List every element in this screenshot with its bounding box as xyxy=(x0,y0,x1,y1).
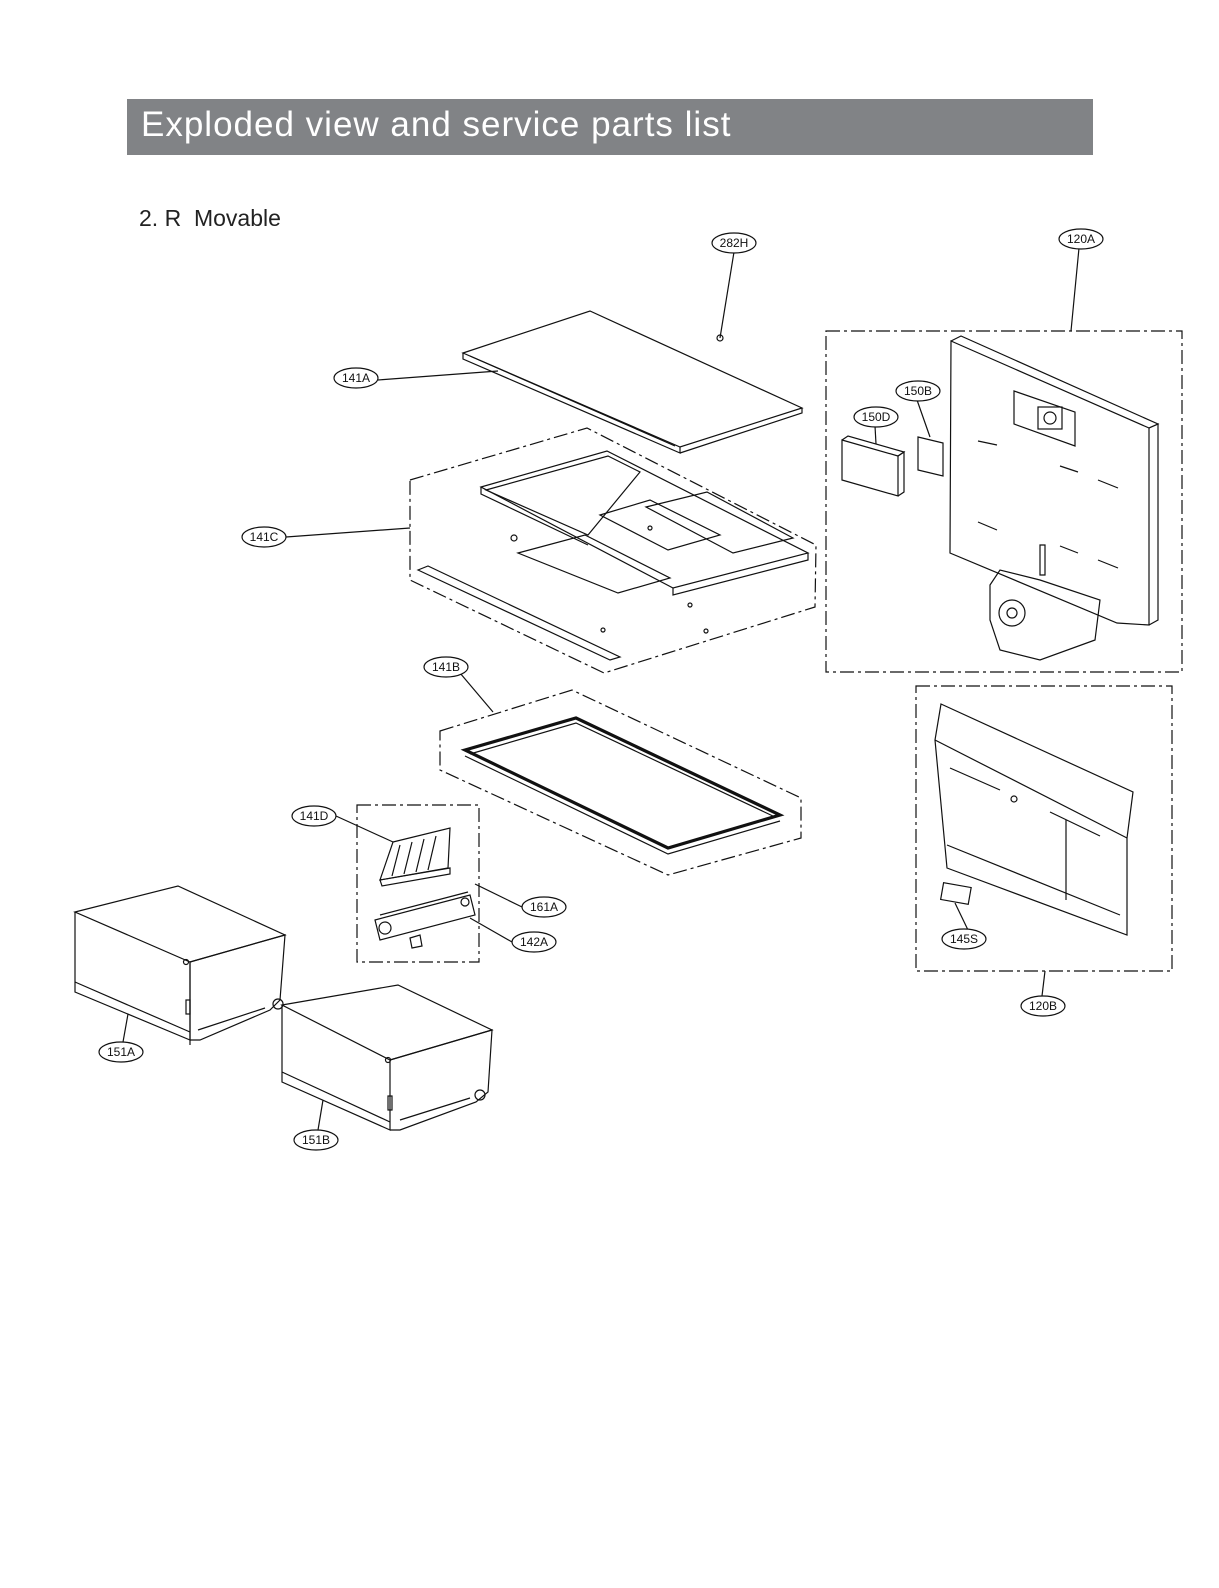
callout-oval xyxy=(521,896,567,918)
part-callout-120A: 120A xyxy=(1058,228,1104,250)
callout-oval xyxy=(423,656,469,678)
callout-label: 120B xyxy=(1029,999,1057,1013)
callout-oval xyxy=(1058,228,1104,250)
leader-150D xyxy=(874,425,877,445)
leader-120A xyxy=(1070,247,1080,332)
group-box-141B xyxy=(439,689,802,876)
callout-label: 150B xyxy=(904,384,932,398)
callout-oval xyxy=(291,805,337,827)
callout-oval xyxy=(511,931,557,953)
leader-120B xyxy=(1041,970,1046,997)
leader-141B xyxy=(459,672,494,713)
part-callout-141C: 141C xyxy=(241,526,287,548)
callout-label: 141D xyxy=(300,809,329,823)
part-callout-142A: 142A xyxy=(511,931,557,953)
part-151B-drawer xyxy=(280,984,494,1131)
callout-oval xyxy=(333,367,379,389)
part-151A-drawer xyxy=(73,885,287,1045)
callout-label: 141C xyxy=(250,530,279,544)
leader-145S xyxy=(954,902,969,931)
leader-150B xyxy=(916,399,931,438)
page-title: Exploded view and service parts list xyxy=(141,105,732,144)
leader-151A xyxy=(122,1013,129,1043)
callout-label: 141B xyxy=(432,660,460,674)
callout-label: 282H xyxy=(720,236,749,250)
part-120A-rear-panel xyxy=(949,335,1160,661)
leader-282H xyxy=(719,251,735,339)
part-141B-shelf-glass xyxy=(460,716,785,850)
callout-label: 120A xyxy=(1067,232,1095,246)
part-callout-141B: 141B xyxy=(423,656,469,678)
leader-141C xyxy=(285,527,411,538)
leader-141A xyxy=(377,370,499,381)
callout-oval xyxy=(293,1129,339,1151)
part-120B-cover xyxy=(934,703,1134,936)
group-box-120A xyxy=(825,330,1183,673)
leader-161A xyxy=(474,883,523,908)
part-callout-145S: 145S xyxy=(941,928,987,950)
part-150D-component xyxy=(841,435,906,497)
leader-141D xyxy=(335,815,394,843)
callout-label: 141A xyxy=(342,371,370,385)
part-141D-divider xyxy=(379,827,451,887)
callout-oval xyxy=(853,406,899,428)
part-141C-shelf-frame xyxy=(416,450,810,661)
part-callout-150B: 150B xyxy=(895,380,941,402)
callout-oval xyxy=(241,526,287,548)
callout-oval xyxy=(98,1041,144,1063)
part-161A-rail xyxy=(374,891,476,949)
leader-142A xyxy=(469,917,513,943)
callout-label: 151B xyxy=(302,1133,330,1147)
leader-151B xyxy=(317,1099,324,1131)
part-callout-120B: 120B xyxy=(1020,995,1066,1017)
callout-label: 161A xyxy=(530,900,558,914)
group-box-120B xyxy=(915,685,1173,972)
part-callout-151A: 151A xyxy=(98,1041,144,1063)
callout-oval xyxy=(941,928,987,950)
callout-label: 151A xyxy=(107,1045,135,1059)
callout-oval xyxy=(895,380,941,402)
callout-label: 145S xyxy=(950,932,978,946)
callout-label: 142A xyxy=(520,935,548,949)
callout-label: 150D xyxy=(862,410,891,424)
header-bar: Exploded view and service parts list xyxy=(127,99,1093,155)
callout-oval xyxy=(711,232,757,254)
part-callout-282H: 282H xyxy=(711,232,757,254)
group-box-141D xyxy=(356,804,480,963)
section-title: 2. R Movable xyxy=(139,205,281,231)
part-callout-151B: 151B xyxy=(293,1129,339,1151)
part-callout-150D: 150D xyxy=(853,406,899,428)
part-141A-shelf-glass xyxy=(461,310,804,454)
part-callout-141A: 141A xyxy=(333,367,379,389)
part-callout-141D: 141D xyxy=(291,805,337,827)
part-callout-161A: 161A xyxy=(521,896,567,918)
callout-oval xyxy=(1020,995,1066,1017)
group-box-141C xyxy=(409,427,817,674)
part-150B-component xyxy=(917,436,944,477)
